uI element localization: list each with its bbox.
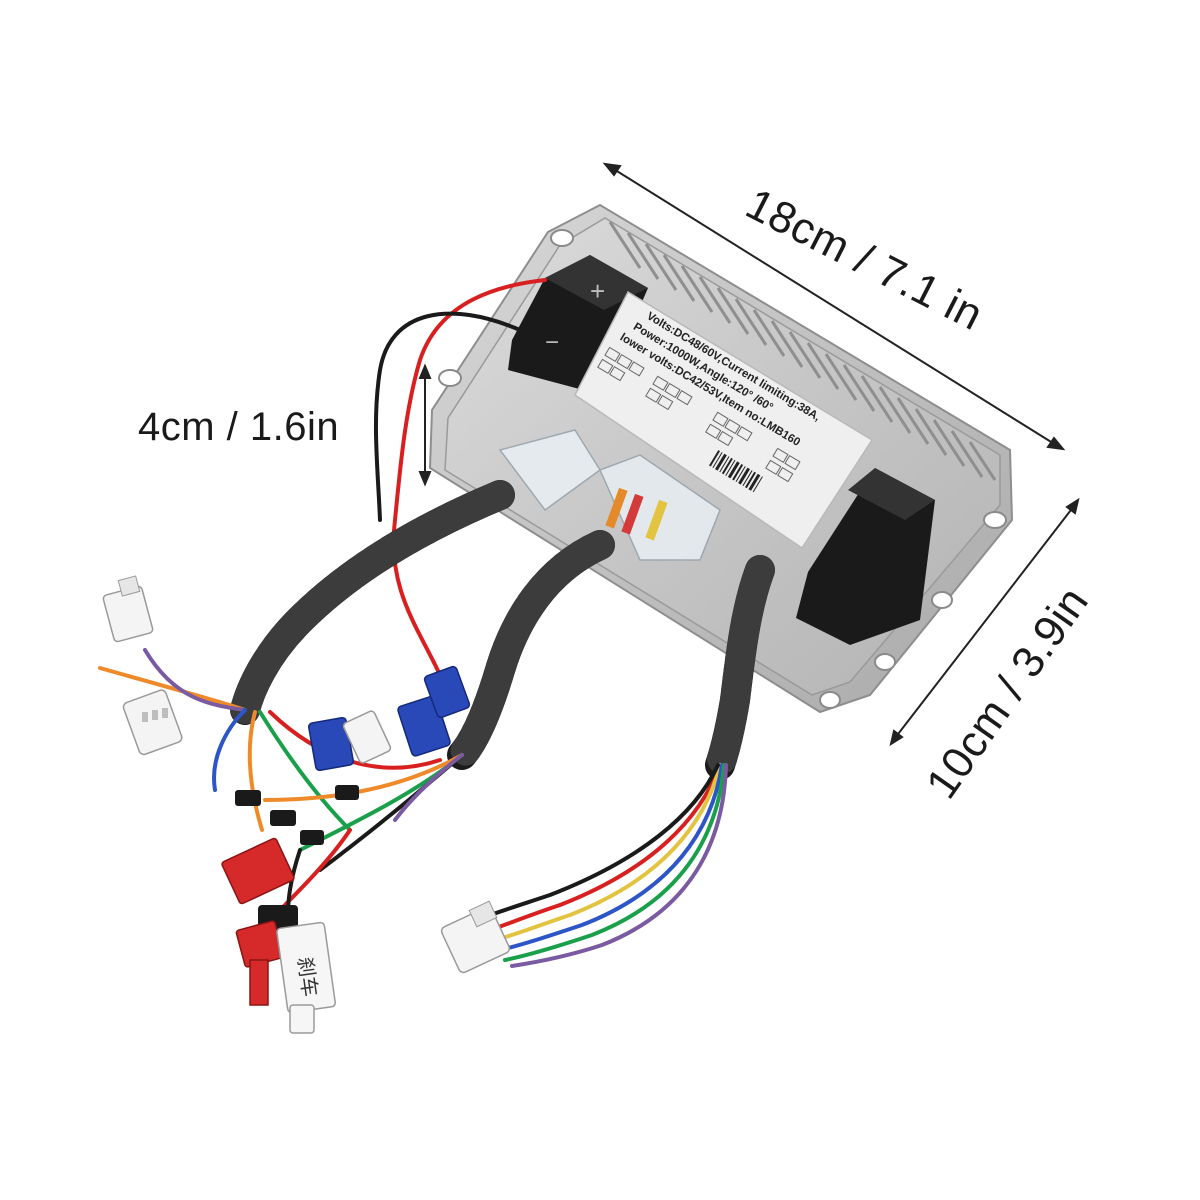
connector-red-2: [235, 920, 285, 1006]
connectors: 刹车: [102, 575, 511, 1034]
connector-white-left: [122, 689, 183, 756]
barcode: [709, 450, 763, 493]
height-dimension-label: 4cm / 1.6in: [138, 405, 340, 449]
connector-blue-3: [423, 665, 471, 719]
connector-white-tag: 刹车: [276, 921, 336, 1034]
mounting-holes: [438, 229, 1007, 709]
motor-terminal-block: [796, 468, 935, 645]
connector-white-top: [102, 575, 154, 643]
negative-terminal-symbol: −: [545, 329, 559, 356]
heat-sink-fins: [608, 221, 997, 481]
wire-sleeves: [230, 480, 775, 780]
positive-terminal-symbol: +: [590, 276, 605, 306]
dimension-arrows: [418, 162, 1080, 747]
brake-tag-text: 刹车: [293, 955, 321, 998]
connector-hall-sensor: [440, 900, 511, 974]
wire-exits: [498, 429, 721, 561]
connector-white-mid: [342, 710, 392, 764]
connector-red-1: [221, 837, 295, 905]
signal-wires: [98, 648, 728, 968]
power-wires: [373, 278, 547, 702]
